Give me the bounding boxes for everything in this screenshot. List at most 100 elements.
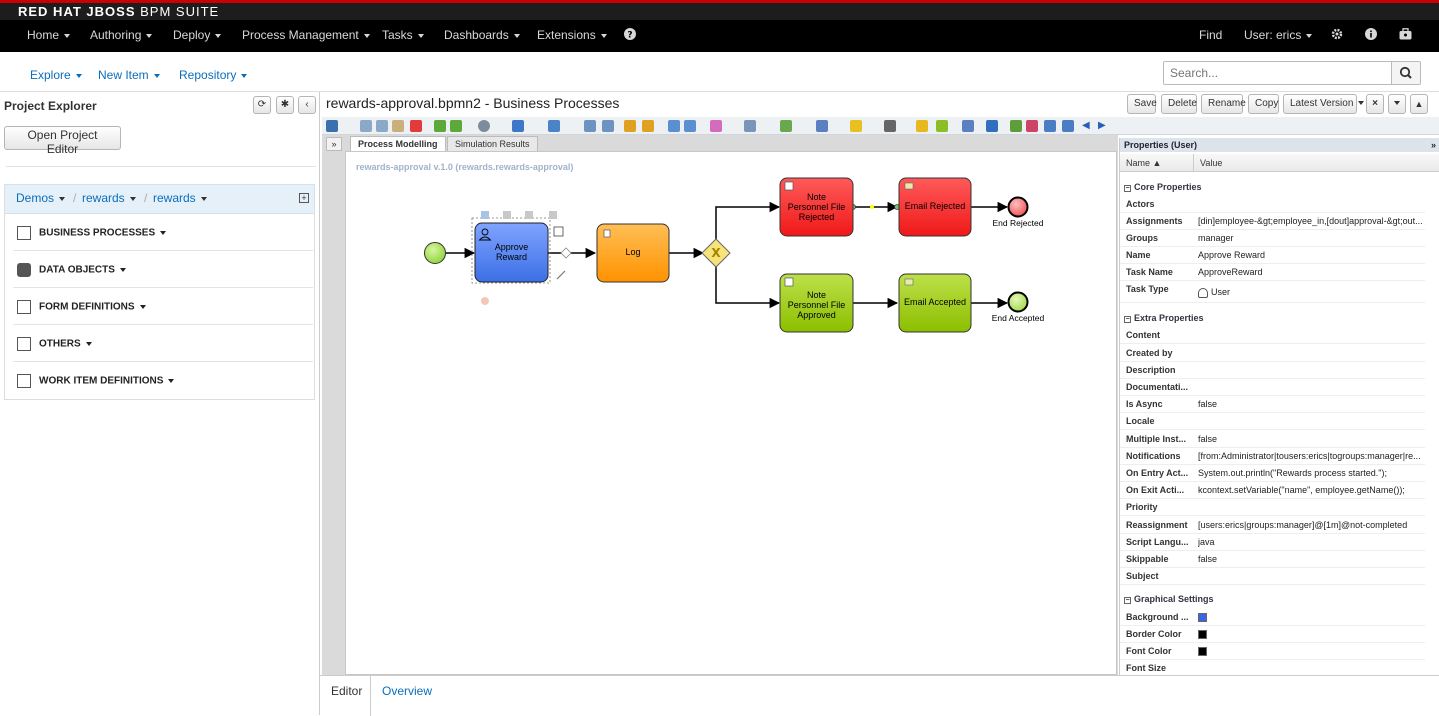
prop-row[interactable]: Assignments[din]employee-&gt;employee_in… [1120, 213, 1425, 230]
tree-others[interactable]: OTHERS [17, 337, 92, 351]
breadcrumb-rewards-project[interactable]: rewards [153, 191, 207, 205]
delete-icon[interactable] [410, 120, 422, 132]
prop-row[interactable]: Background ... [1120, 609, 1425, 626]
background-color-swatch[interactable] [1198, 613, 1207, 623]
align-icon[interactable] [1010, 120, 1022, 132]
nav-deploy[interactable]: Deploy [173, 28, 222, 42]
gear-icon[interactable] [1331, 28, 1343, 43]
clock-icon[interactable] [478, 120, 490, 132]
cut-icon[interactable] [360, 120, 372, 132]
info-icon[interactable] [1365, 28, 1377, 43]
prop-row[interactable]: On Exit Acti...kcontext.setVariable("nam… [1120, 482, 1425, 499]
color-icon[interactable] [710, 120, 722, 132]
task-email-rejected[interactable]: Email Rejected [898, 177, 972, 237]
save-icon[interactable] [326, 120, 338, 132]
search-button[interactable] [1391, 61, 1421, 85]
grid-icon[interactable] [1044, 120, 1056, 132]
briefcase-icon[interactable] [1399, 28, 1412, 43]
pencil-icon[interactable] [936, 120, 948, 132]
prop-row[interactable]: Notifications[from:Administrator|tousers… [1120, 448, 1425, 465]
exclusive-gateway[interactable]: X [701, 238, 731, 268]
prop-row[interactable]: Script Langu...java [1120, 534, 1425, 551]
prop-row[interactable]: Subject [1120, 568, 1425, 585]
column-name[interactable]: Name ▲ [1126, 158, 1162, 168]
arrow-right-icon[interactable]: ▶ [1098, 120, 1106, 131]
redo-icon[interactable] [450, 120, 462, 132]
open-project-editor-button[interactable]: Open Project Editor [4, 126, 121, 156]
end-event-rejected[interactable] [1007, 196, 1029, 218]
ungroup-icon[interactable] [684, 120, 696, 132]
edit-icon[interactable] [525, 211, 533, 219]
tools-icon[interactable] [816, 120, 828, 132]
expand-palette-icon[interactable]: » [326, 137, 342, 151]
prop-row[interactable]: Description [1120, 362, 1425, 379]
task-note-rejected[interactable]: Note Personnel File Rejected [779, 177, 854, 237]
layout-icon[interactable] [512, 120, 524, 132]
tree-work-item-definitions[interactable]: WORK ITEM DEFINITIONS [17, 374, 175, 388]
prop-row[interactable]: Font Size [1120, 660, 1425, 675]
share-icon[interactable] [548, 120, 560, 132]
tab-editor[interactable]: Editor [331, 684, 363, 698]
expand-icon[interactable]: + [299, 193, 309, 203]
collapse-panel-icon[interactable]: » [1430, 140, 1436, 150]
tab-overview[interactable]: Overview [382, 684, 433, 698]
task-approve-reward[interactable]: Approve Reward [474, 222, 549, 283]
nav-find[interactable]: Find [1199, 28, 1223, 42]
close-icon[interactable]: × [1366, 94, 1384, 114]
prop-row[interactable]: On Entry Act...System.out.println("Rewar… [1120, 465, 1425, 482]
table-icon[interactable] [1062, 120, 1074, 132]
breadcrumb-demos[interactable]: Demos [16, 191, 66, 205]
nav-home[interactable]: Home [27, 28, 71, 42]
tree-business-processes[interactable]: BUSINESS PROCESSES [17, 226, 167, 240]
collapse-explorer-button[interactable]: ‹ [298, 96, 316, 114]
prop-row[interactable]: Content [1120, 327, 1425, 344]
rename-button[interactable]: Rename [1201, 94, 1246, 114]
subnav-explore[interactable]: Explore [30, 68, 82, 82]
undo-icon[interactable] [434, 120, 446, 132]
prop-row[interactable]: Border Color [1120, 626, 1425, 643]
copy-button[interactable]: Copy [1248, 94, 1279, 114]
search-input[interactable] [1163, 61, 1392, 85]
task-note-approved[interactable]: Note Personnel File Approved [779, 273, 854, 333]
latest-version-dropdown[interactable]: Latest Version [1283, 94, 1365, 114]
prop-row[interactable]: Actors [1120, 196, 1425, 213]
import-icon[interactable] [780, 120, 792, 132]
chevron-up-icon[interactable]: ▲ [1410, 94, 1428, 114]
start-event[interactable] [424, 242, 446, 264]
subnav-new-item[interactable]: New Item [98, 68, 160, 82]
arrow-left-icon[interactable]: ◀ [1082, 120, 1090, 131]
paste-icon[interactable] [392, 120, 404, 132]
nav-extensions[interactable]: Extensions [537, 28, 607, 42]
subnav-repository[interactable]: Repository [179, 68, 248, 82]
doc-icon[interactable] [481, 211, 489, 219]
refresh-button[interactable]: ⟳ [253, 96, 271, 114]
view-icon[interactable] [744, 120, 756, 132]
section-core-properties[interactable]: −Core Properties [1124, 182, 1202, 192]
unlock-icon[interactable] [642, 120, 654, 132]
border-color-swatch[interactable] [1198, 630, 1207, 640]
breadcrumb-rewards-repo[interactable]: rewards [82, 191, 136, 205]
section-extra-properties[interactable]: −Extra Properties [1124, 313, 1204, 323]
zoom-fit-icon[interactable] [584, 120, 596, 132]
wrench-icon[interactable] [481, 297, 489, 305]
prop-row[interactable]: Reassignment[users:erics|groups:manager]… [1120, 517, 1425, 534]
print-icon[interactable] [884, 120, 896, 132]
add-task-handle[interactable] [553, 226, 564, 237]
lock-icon[interactable] [624, 120, 636, 132]
task-log[interactable]: Log [596, 223, 670, 283]
move-icon[interactable] [962, 120, 974, 132]
prop-row[interactable]: Multiple Inst...false [1120, 431, 1425, 448]
database-icon[interactable] [916, 120, 928, 132]
nav-authoring[interactable]: Authoring [90, 28, 153, 42]
properties-icon[interactable] [549, 211, 557, 219]
copy-icon[interactable] [376, 120, 388, 132]
connect-handle[interactable] [556, 270, 566, 280]
nav-dashboards[interactable]: Dashboards [444, 28, 520, 42]
settings-button[interactable]: ✱ [276, 96, 294, 114]
save-button[interactable]: Save [1127, 94, 1157, 114]
